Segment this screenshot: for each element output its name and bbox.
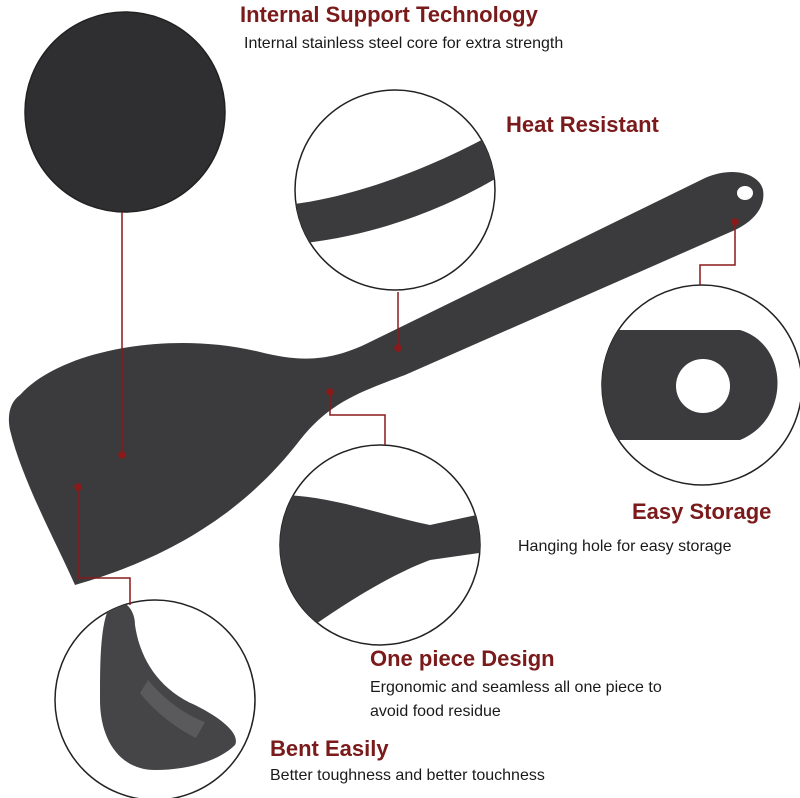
spatula-image	[8, 171, 764, 585]
internal-support-title: Internal Support Technology	[240, 2, 538, 27]
one-piece-title: One piece Design	[370, 646, 555, 671]
detail-circle-bent	[54, 599, 256, 798]
bent-easily-title: Bent Easily	[270, 736, 389, 761]
detail-circle-handle	[294, 89, 496, 291]
detail-circle-core	[24, 11, 226, 213]
one-piece-desc-line2: avoid food residue	[370, 703, 501, 720]
heat-resistant-title: Heat Resistant	[506, 112, 659, 137]
leader-lines	[74, 212, 739, 605]
easy-storage-title: Easy Storage	[632, 499, 772, 524]
easy-storage-desc: Hanging hole for easy storage	[518, 538, 732, 555]
one-piece-desc-line1: Ergonomic and seamless all one piece to	[370, 679, 662, 696]
bent-easily-desc: Better toughness and better touchness	[270, 767, 545, 784]
internal-support-desc: Internal stainless steel core for extra …	[244, 35, 564, 52]
detail-circle-neck	[279, 444, 481, 646]
detail-circle-hole	[601, 284, 800, 486]
